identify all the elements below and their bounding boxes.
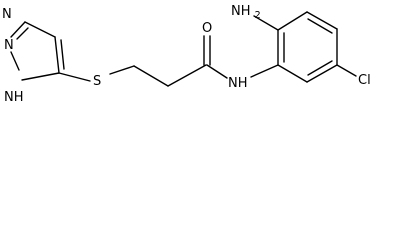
bond-carbonyl-nh <box>206 64 228 79</box>
bond-ar6-ar1 <box>277 64 308 83</box>
bond-ar5-ar6-double <box>307 60 333 76</box>
bond-ar5-ar6 <box>306 64 338 83</box>
bond-c5-n4-double <box>60 39 65 70</box>
atom-labels: NH 2 N N NH S O NH Cl <box>2 4 371 105</box>
bond-c3-n2-double <box>16 27 29 40</box>
bond-n2-n1 <box>10 51 20 71</box>
atom-label-triazole-nh: NH <box>4 90 24 105</box>
bond-ch2-carbonyl <box>167 64 207 87</box>
atom-label-chlorine: Cl <box>358 73 371 88</box>
nh2-subscript: 2 <box>255 10 261 21</box>
bond-c5-s <box>58 72 91 82</box>
bond-nh-aryl <box>250 64 279 78</box>
chemical-structure: NH 2 N N NH S O NH Cl <box>2 4 371 105</box>
atom-label-triazole-n: N <box>4 38 14 53</box>
bond-n4-c3 <box>24 21 56 38</box>
bond-ch2-ch2 <box>133 65 169 87</box>
bond-ar3-ar4 <box>306 11 338 30</box>
atom-label-nh2: NH 2 <box>231 4 261 21</box>
atom-label-amide-nh: NH <box>228 76 248 91</box>
bond-c3-n2 <box>10 21 26 38</box>
atom-label-oxygen: O <box>202 21 212 36</box>
bond-ar2-ar3 <box>277 11 308 31</box>
bond-ar2-nh2 <box>253 15 279 31</box>
atom-label-sulfur: S <box>93 74 101 89</box>
atom-label-triazole-n: N <box>2 7 12 22</box>
bonds <box>10 11 357 87</box>
bond-s-ch2 <box>109 65 135 75</box>
bond-c5-n4 <box>54 36 60 74</box>
bond-n1-c5 <box>21 72 60 81</box>
bond-ar3-ar4-double <box>307 18 333 34</box>
bond-ar5-cl <box>336 64 357 77</box>
